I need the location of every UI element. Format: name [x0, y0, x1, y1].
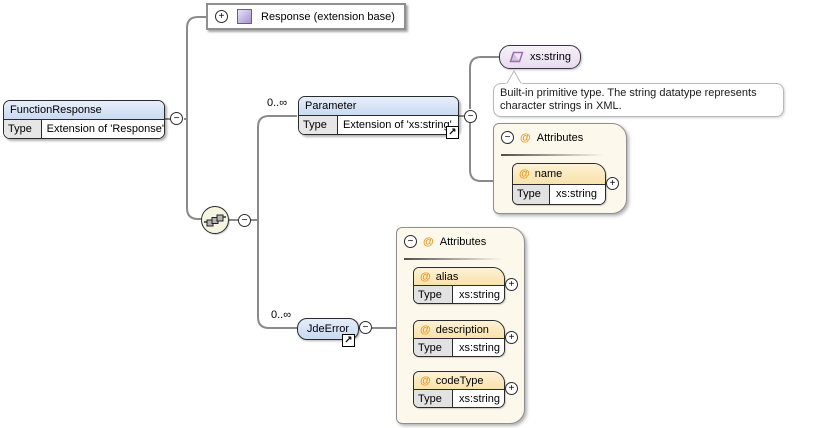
extension-base-box[interactable]: + Response (extension base) — [206, 3, 406, 30]
simple-type-icon — [509, 51, 524, 63]
occurrence-jdeerror: 0..∞ — [271, 309, 292, 321]
extension-base-label: Response (extension base) — [261, 10, 395, 23]
complex-type-icon — [237, 9, 252, 24]
expand-icon[interactable]: + — [215, 10, 228, 23]
type-value-cell: xs:string — [453, 286, 504, 303]
wire-parameter-to-attrs — [469, 123, 513, 182]
sequence-compositor-icon[interactable] — [201, 206, 229, 234]
attribute-name-label: name — [534, 167, 563, 180]
collapse-toggle-functionresponse[interactable]: − — [170, 112, 183, 125]
collapse-toggle-attributes[interactable]: − — [501, 131, 514, 144]
type-value-cell: Extension of 'Response' — [41, 120, 164, 138]
type-value-cell: xs:string — [550, 184, 605, 204]
element-parameter-type-row: Type Extension of 'xs:string' — [299, 116, 458, 134]
expand-toggle-description[interactable]: + — [505, 331, 518, 344]
expand-toggle-codetype[interactable]: + — [505, 382, 518, 395]
occurrence-parameter: 0..∞ — [267, 97, 288, 109]
simple-type-xsstring[interactable]: xs:string — [499, 45, 581, 69]
jump-to-definition-icon[interactable]: ↗ — [446, 126, 459, 139]
jdeerror-attributes-header: − @ Attributes — [397, 228, 524, 248]
attribute-codetype-label: codeType — [435, 374, 484, 387]
element-functionresponse[interactable]: FunctionResponse Type Extension of 'Resp… — [3, 100, 165, 139]
attribute-name-header: @ name — [513, 164, 605, 185]
collapse-toggle-jdeerror[interactable]: − — [359, 321, 372, 334]
at-icon: @ — [519, 167, 530, 180]
attribute-alias-label: alias — [435, 270, 459, 283]
collapse-toggle-attributes[interactable]: − — [404, 235, 417, 248]
type-label-cell: Type — [414, 390, 453, 407]
attribute-alias[interactable]: @ alias Type xs:string — [413, 267, 505, 304]
expand-toggle-alias[interactable]: + — [505, 278, 518, 291]
at-icon: @ — [420, 374, 431, 387]
at-icon: @ — [420, 270, 431, 283]
type-value-cell: xs:string — [453, 390, 504, 407]
type-label-cell: Type — [414, 286, 453, 303]
at-icon: @ — [520, 131, 531, 144]
type-label-cell: Type — [4, 120, 42, 138]
element-functionresponse-header: FunctionResponse — [4, 101, 164, 120]
element-parameter[interactable]: Parameter Type Extension of 'xs:string' — [298, 96, 459, 135]
attribute-name[interactable]: @ name Type xs:string — [512, 163, 606, 205]
header-divider — [501, 154, 604, 156]
attribute-description-label: description — [435, 323, 489, 336]
header-divider — [404, 258, 502, 260]
attribute-description[interactable]: @ description Type xs:string — [413, 320, 505, 357]
element-parameter-title: Parameter — [305, 100, 357, 112]
expand-toggle-name[interactable]: + — [606, 177, 619, 190]
at-icon: @ — [423, 235, 434, 248]
collapse-toggle-compositor[interactable]: − — [238, 214, 251, 227]
type-value-cell: Extension of 'xs:string' — [338, 116, 458, 134]
element-parameter-header: Parameter — [299, 97, 458, 116]
attributes-title: Attributes — [536, 131, 584, 144]
type-label-cell: Type — [299, 116, 338, 134]
documentation-tooltip: Built-in primitive type. The string data… — [493, 83, 784, 117]
simple-type-label: xs:string — [530, 51, 571, 63]
at-icon: @ — [420, 323, 431, 336]
wire-children-trunk — [257, 115, 297, 329]
element-functionresponse-type-row: Type Extension of 'Response' — [4, 120, 164, 138]
collapse-toggle-parameter[interactable]: − — [464, 110, 477, 123]
type-label-cell: Type — [513, 184, 550, 204]
wire-parameter-to-xsstring — [469, 56, 500, 109]
element-functionresponse-title: FunctionResponse — [10, 104, 102, 116]
jump-to-definition-icon[interactable]: ↗ — [342, 334, 355, 347]
doc-pointer — [505, 70, 523, 85]
attributes-title: Attributes — [439, 235, 487, 248]
type-value-cell: xs:string — [453, 339, 504, 356]
element-jdeerror-title: JdeError — [306, 323, 350, 335]
parameter-attributes-header: − @ Attributes — [494, 124, 626, 144]
wire-base-to-compositor — [186, 16, 206, 220]
attribute-codetype[interactable]: @ codeType Type xs:string — [413, 371, 505, 408]
type-label-cell: Type — [414, 339, 453, 356]
